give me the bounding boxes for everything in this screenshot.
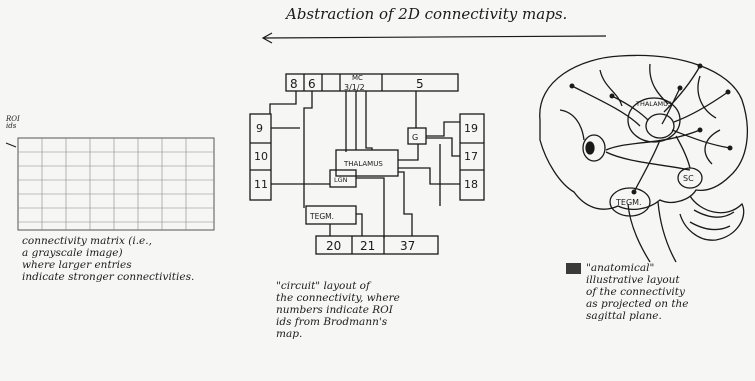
circuit-lgn-label: LGN (334, 176, 348, 184)
circuit-top-roi: 8 (290, 77, 298, 91)
matrix-axis-label: ROI ids (6, 115, 20, 130)
redaction-block (566, 263, 581, 274)
circuit-bottom-roi: 21 (360, 239, 375, 253)
matrix-caption: connectivity matrix (i.e., a grayscale i… (22, 235, 195, 284)
anatomical-tegm-label: TEGM. (615, 198, 642, 207)
circuit-top-roi: 5 (416, 77, 424, 91)
circuit-bottom-roi: 20 (326, 239, 341, 253)
circuit-bottom-roi: 37 (400, 239, 415, 253)
circuit-tegm-label: TEGM. (309, 212, 334, 221)
circuit-left-roi: 11 (254, 178, 268, 191)
anatomical-caption: "anatomical" illustrative layout of the … (586, 262, 689, 323)
circuit-right-roi: 18 (464, 178, 478, 191)
circuit-left-roi: 9 (256, 122, 263, 135)
circuit-mc-sub-ids: 3/1/2 (344, 83, 365, 92)
anatomical-sc-label: SC (683, 174, 694, 183)
anatomical-thalamus-label: THALAMUS (635, 100, 672, 108)
circuit-caption: "circuit" layout of the connectivity, wh… (276, 280, 400, 341)
circuit-right-roi: 17 (464, 150, 478, 163)
circuit-left-roi: 10 (254, 150, 268, 163)
circuit-thalamus-label: THALAMUS (343, 160, 383, 168)
circuit-top-roi: 6 (308, 77, 316, 91)
circuit-mc-label: MC (352, 74, 363, 82)
circuit-g-label: G (412, 133, 418, 142)
circuit-right-roi: 19 (464, 122, 478, 135)
page-title: Abstraction of 2D connectivity maps. (286, 5, 568, 23)
